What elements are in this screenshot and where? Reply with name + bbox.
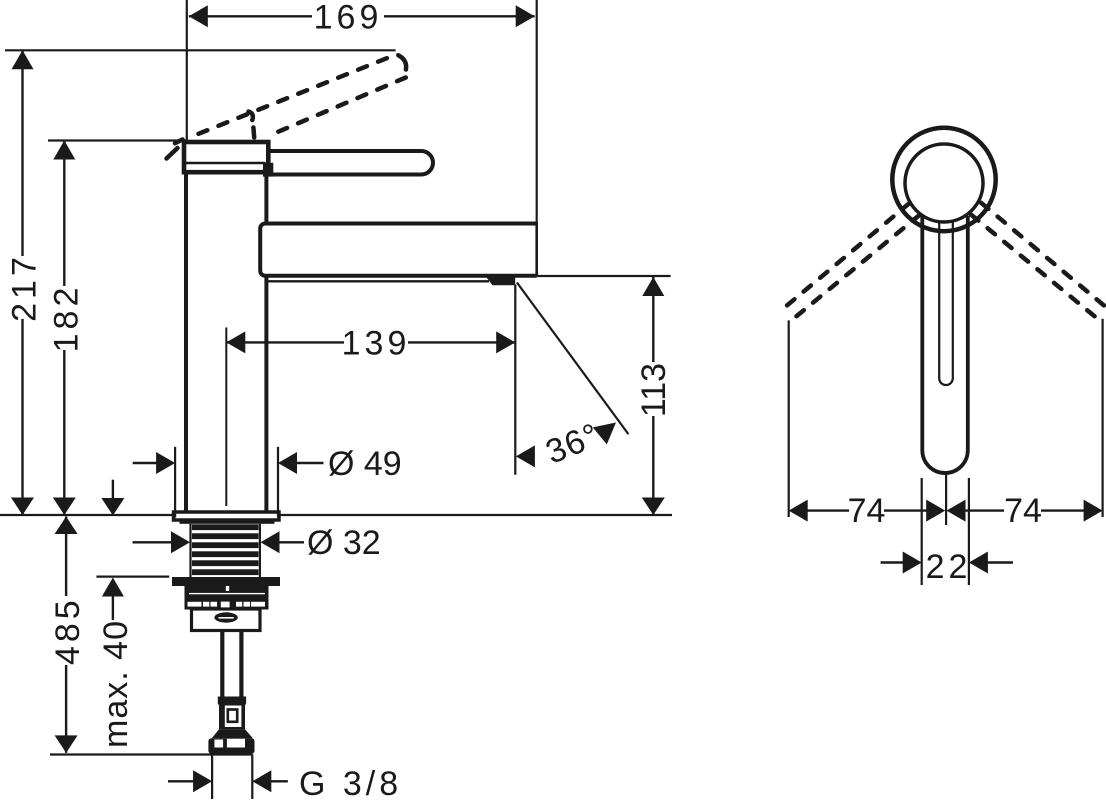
svg-text:217: 217 [6,253,44,322]
svg-text:22: 22 [926,548,972,586]
svg-text:169: 169 [314,0,383,36]
svg-text:139: 139 [342,324,411,362]
svg-text:74: 74 [848,492,886,530]
svg-text:113: 113 [635,363,673,417]
svg-text:182: 182 [47,284,85,353]
svg-text:Ø 49: Ø 49 [328,445,402,483]
svg-text:Ø 32: Ø 32 [307,524,381,562]
svg-text:G 3/8: G 3/8 [299,765,402,800]
svg-text:74: 74 [1004,492,1042,530]
svg-text:485: 485 [49,596,87,665]
svg-text:max. 40: max. 40 [97,620,135,748]
